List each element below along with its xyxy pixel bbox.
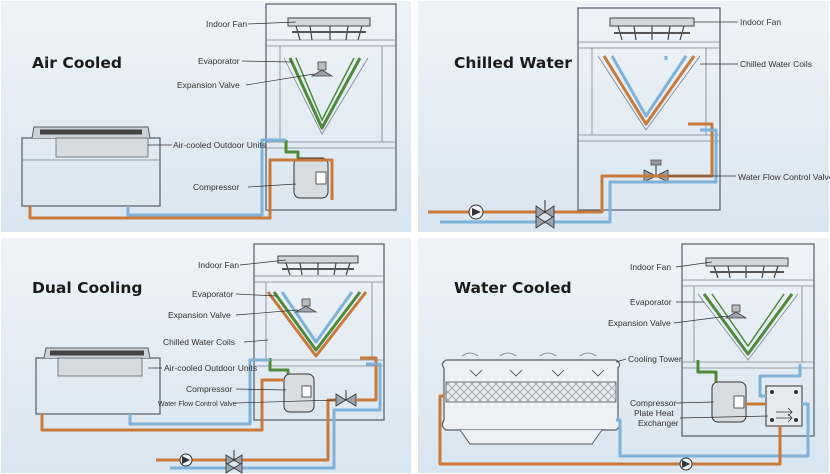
pipe-chilled-water-return <box>170 362 382 470</box>
air-cooled-outdoor-unit <box>21 126 161 207</box>
coil-frame <box>597 55 701 131</box>
panel-title: Chilled Water <box>454 54 572 72</box>
pipe-refrigerant-green <box>268 358 290 374</box>
label-evaporator: Evaporator <box>630 297 672 307</box>
flow-arrows <box>776 407 793 423</box>
label-evaporator: Evaporator <box>192 289 234 299</box>
label-compressor: Compressor <box>630 398 676 408</box>
label-compressor: Compressor <box>186 384 232 394</box>
indoor-unit-cabinet <box>577 7 721 211</box>
label-chilled-water-coils: Chilled Water Coils <box>163 337 235 347</box>
label-indoor-fan: Indoor Fan <box>740 17 781 27</box>
pipe-outdoor-return <box>126 138 286 217</box>
plate-heat-exchanger <box>765 385 803 427</box>
label-water-flow-control-valve: Water Flow Control Valve <box>158 401 237 408</box>
isolation-valve <box>225 462 243 474</box>
expansion-valve <box>310 61 334 77</box>
compressor <box>293 157 329 199</box>
pipe-condenser-water-supply <box>438 394 782 466</box>
label-air-cooled-outdoor-units: Air-cooled Outdoor Units <box>164 363 257 373</box>
label-plate-heat: Plate Heat <box>634 408 674 418</box>
panel-title: Air Cooled <box>32 54 122 72</box>
label-expansion-valve: Expansion Valve <box>608 318 671 328</box>
evaporator-coil <box>702 293 794 356</box>
panel-title: Dual Cooling <box>32 279 143 297</box>
compressor <box>283 373 315 413</box>
indoor-fan <box>277 255 359 276</box>
pipe-chilled-water-return <box>440 56 718 224</box>
evaporator-coil <box>288 57 362 130</box>
pump <box>679 457 693 471</box>
label-expansion-valve: Expansion Valve <box>168 310 231 320</box>
panel-title: Water Cooled <box>454 279 572 297</box>
indoor-unit-cabinet <box>253 243 385 421</box>
label-water-flow-control-valve: Water Flow Control Valve <box>738 172 830 182</box>
label-expansion-valve: Expansion Valve <box>177 80 240 90</box>
label-compressor: Compressor <box>193 182 239 192</box>
evaporator-coil-inner <box>295 57 355 122</box>
evaporator-frame <box>283 57 369 135</box>
label-evaporator: Evaporator <box>198 56 240 66</box>
indoor-fan <box>705 257 789 279</box>
pipe-refrigerant-green <box>696 360 718 382</box>
panel-chilled-water: Chilled Water <box>418 1 830 232</box>
label-indoor-fan: Indoor Fan <box>198 260 239 270</box>
expansion-valve <box>724 304 748 319</box>
label-indoor-fan: Indoor Fan <box>206 19 247 29</box>
air-cooled-outdoor-unit <box>35 347 161 415</box>
chilled-water-coil <box>266 291 368 358</box>
chilled-water-coil-supply <box>602 55 696 126</box>
label-exchanger: Exchanger <box>638 418 679 428</box>
label-indoor-fan: Indoor Fan <box>630 262 671 272</box>
horizontal-divider <box>0 232 830 238</box>
indoor-unit-cabinet <box>265 3 397 211</box>
pump <box>468 204 484 220</box>
panel-water-cooled: Water Cooled <box>418 238 829 473</box>
pipe-chilled-water-supply <box>428 122 714 214</box>
panel-dual-cooling: Dual Cooling <box>1 238 411 474</box>
pipe-refrigerant-green <box>284 140 300 158</box>
pipe-refrigerant-return <box>758 364 802 398</box>
isolation-valve <box>535 215 555 229</box>
evaporator-coil-inner <box>711 293 785 348</box>
expansion-valve <box>294 298 318 313</box>
chilled-water-coil-return <box>610 55 688 118</box>
evaporator-coil <box>272 291 362 352</box>
panel-air-cooled: Air Cooled <box>1 1 411 232</box>
pipe-outdoor-return <box>128 358 270 426</box>
panel-background <box>418 1 829 232</box>
label-air-cooled-outdoor-units: Air-cooled Outdoor Units <box>173 140 266 150</box>
label-cooling-tower: Cooling Tower <box>628 354 682 364</box>
compressor <box>711 381 747 423</box>
pipe-condenser-water-return <box>616 402 810 458</box>
label-chilled-water-coils: Chilled Water Coils <box>740 59 812 69</box>
pump <box>179 453 193 467</box>
panel-background <box>1 1 411 232</box>
isolation-valve <box>225 450 243 466</box>
pipe-outdoor-supply <box>40 378 284 432</box>
evaporator-frame <box>697 293 799 361</box>
pipe-outdoor-supply <box>28 158 334 220</box>
cooling-tower <box>441 352 621 445</box>
chilled-water-coil-return <box>280 291 354 344</box>
isolation-valve <box>535 200 555 219</box>
indoor-unit-cabinet <box>681 243 815 437</box>
